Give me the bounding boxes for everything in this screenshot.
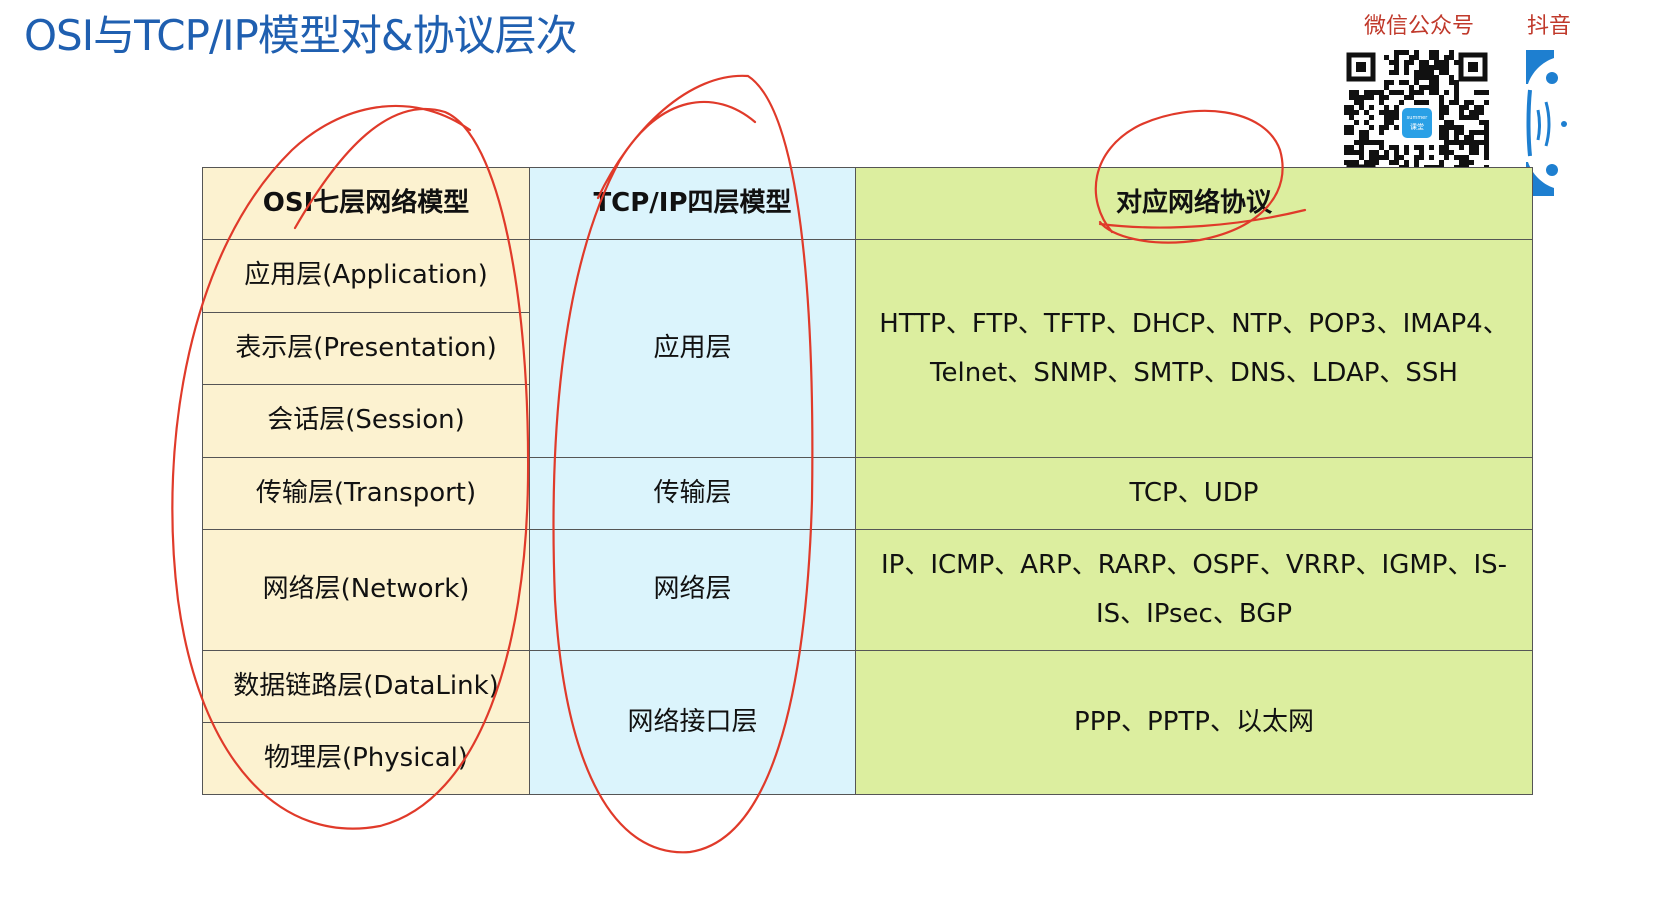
protocols-transport: TCP、UDP xyxy=(855,457,1533,530)
wechat-label: 微信公众号 xyxy=(1364,14,1475,39)
osi-layer-network: 网络层(Network) xyxy=(202,529,530,651)
osi-layer-datalink: 数据链路层(DataLink) xyxy=(202,650,530,723)
protocols-network-line1: IP、ICMP、ARP、RARP、OSPF、VRRP、IGMP、IS- xyxy=(880,550,1508,580)
protocols-network: IP、ICMP、ARP、RARP、OSPF、VRRP、IGMP、IS- IS、I… xyxy=(855,529,1533,651)
osi-tcpip-table: OSI七层网络模型 TCP/IP四层模型 对应网络协议 应用层(Applicat… xyxy=(202,167,1533,795)
tcpip-layer-transport: 传输层 xyxy=(529,457,856,530)
protocols-application-line2: Telnet、SNMP、SMTP、DNS、LDAP、SSH xyxy=(930,357,1458,388)
qr-badge-line1: summer xyxy=(1407,115,1429,121)
osi-layer-presentation: 表示层(Presentation) xyxy=(202,312,530,385)
qr-badge-line2: 课堂 xyxy=(1410,122,1424,131)
protocols-network-line2: IS、IPsec、BGP xyxy=(1095,599,1293,629)
tcpip-layer-application: 应用层 xyxy=(529,239,856,458)
osi-layer-session: 会话层(Session) xyxy=(202,384,530,458)
protocols-application-line1: HTTP、FTP、TFTP、DHCP、NTP、POP3、IMAP4、 xyxy=(879,308,1509,339)
tcpip-layer-network-interface: 网络接口层 xyxy=(529,650,856,795)
protocols-application: HTTP、FTP、TFTP、DHCP、NTP、POP3、IMAP4、 Telne… xyxy=(855,239,1533,458)
osi-layer-physical: 物理层(Physical) xyxy=(202,722,530,795)
osi-layer-application: 应用层(Application) xyxy=(202,239,530,313)
douyin-label: 抖音 xyxy=(1527,14,1572,39)
protocols-interface: PPP、PPTP、以太网 xyxy=(855,650,1533,795)
osi-layer-transport: 传输层(Transport) xyxy=(202,457,530,530)
douyin-qr-code-icon xyxy=(1524,50,1669,196)
header-tcpip: TCP/IP四层模型 xyxy=(529,167,856,240)
page-title: OSI与TCP/IP模型对&协议层次 xyxy=(24,11,578,60)
header-osi: OSI七层网络模型 xyxy=(202,167,530,240)
tcpip-layer-network: 网络层 xyxy=(529,529,856,651)
header-protocols: 对应网络协议 xyxy=(855,167,1533,240)
